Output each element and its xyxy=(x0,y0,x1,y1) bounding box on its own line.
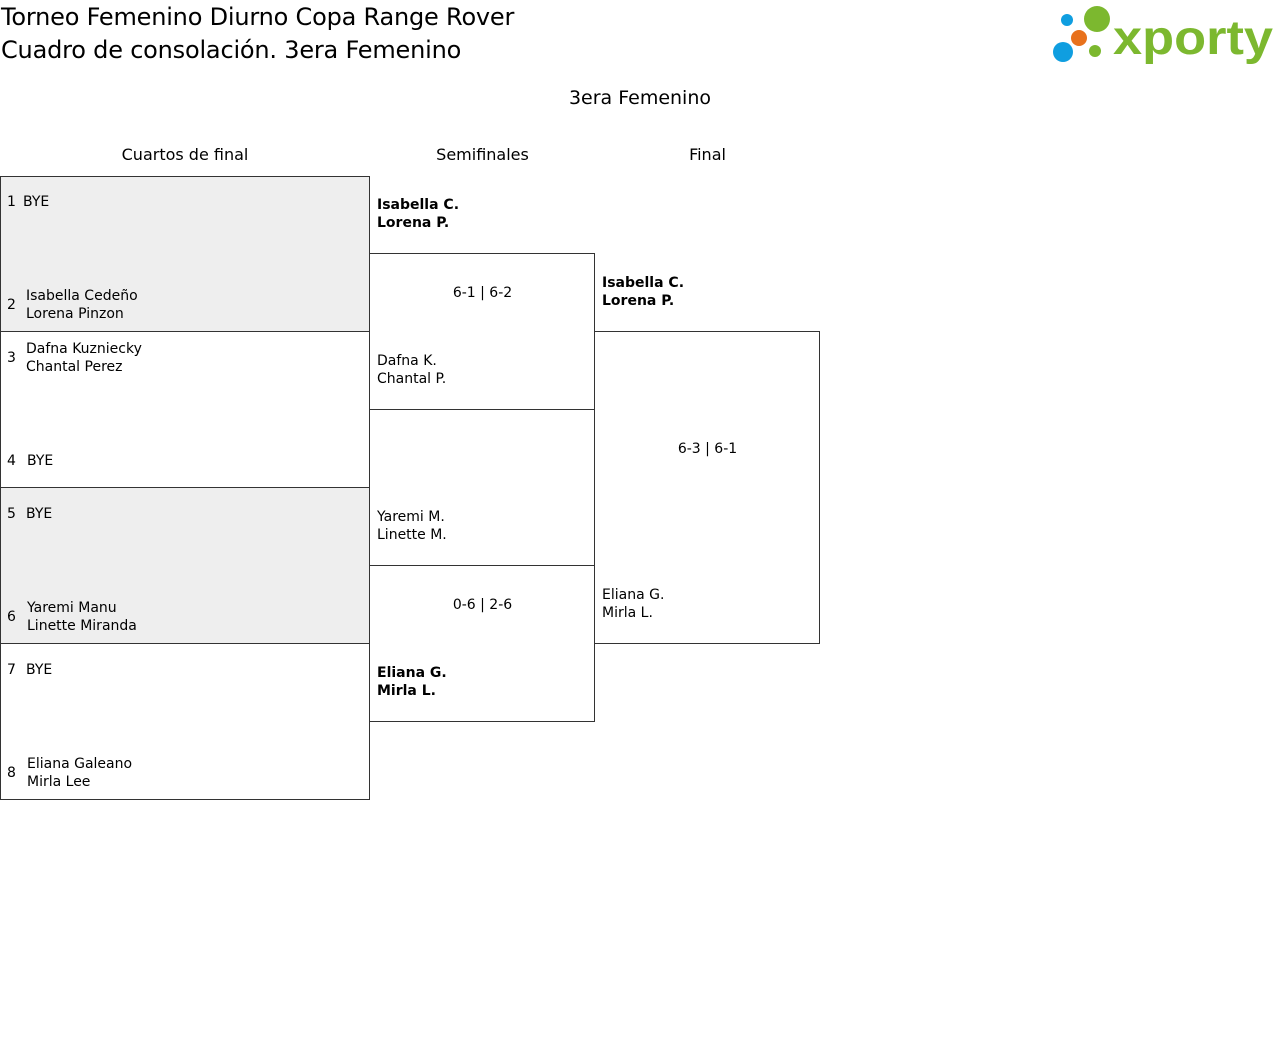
bye-label: BYE xyxy=(27,453,54,469)
logo-dot-blue-large xyxy=(1053,42,1073,62)
semifinal-entry: Yaremi M. Linette M. xyxy=(377,508,447,544)
semifinal-score: 6-1 | 6-2 xyxy=(452,285,513,301)
semifinal-entry: Isabella C. Lorena P. xyxy=(377,196,459,232)
semifinal-entry: Dafna K. Chantal P. xyxy=(377,352,446,388)
team-entry: Isabella Cedeño Lorena Pinzon xyxy=(26,287,138,323)
seed-number: 1 xyxy=(7,194,16,210)
player-name: Lorena P. xyxy=(377,215,450,231)
seed-number: 2 xyxy=(7,297,16,313)
player-name: Dafna K. xyxy=(377,353,437,369)
seed-number: 7 xyxy=(7,662,16,678)
bye-label: BYE xyxy=(26,662,53,678)
player-name: Eliana Galeano xyxy=(27,756,133,772)
final-entry: Isabella C. Lorena P. xyxy=(602,274,684,310)
player-name: Chantal P. xyxy=(377,371,447,387)
logo-dot-orange xyxy=(1071,30,1087,46)
player-name: Chantal Perez xyxy=(26,359,123,375)
bye-label: BYE xyxy=(26,506,53,522)
logo-dot-green-large xyxy=(1084,6,1110,32)
player-name: Linette Miranda xyxy=(27,618,137,634)
bracket-title: 3era Femenino xyxy=(568,87,712,109)
final-score: 6-3 | 6-1 xyxy=(677,441,738,457)
round-header-final: Final xyxy=(689,145,726,164)
draw-subtitle: Cuadro de consolación. 3era Femenino xyxy=(1,36,462,64)
player-name: Mirla L. xyxy=(602,605,653,621)
player-name: Linette M. xyxy=(377,527,447,543)
player-name: Mirla Lee xyxy=(27,774,91,790)
seed-number: 5 xyxy=(7,506,16,522)
final-match xyxy=(594,331,820,644)
team-entry: Yaremi Manu Linette Miranda xyxy=(27,599,137,635)
player-name: Yaremi Manu xyxy=(27,600,117,616)
player-name: Yaremi M. xyxy=(377,509,445,525)
player-name: Isabella C. xyxy=(377,197,460,213)
player-name: Lorena P. xyxy=(602,293,675,309)
seed-number: 4 xyxy=(7,453,16,469)
player-name: Isabella Cedeño xyxy=(26,288,138,304)
round-header-semifinals: Semifinales xyxy=(436,145,529,164)
player-name: Lorena Pinzon xyxy=(26,306,124,322)
seed-number: 6 xyxy=(7,609,16,625)
seed-number: 3 xyxy=(7,350,16,366)
seed-number: 8 xyxy=(7,765,16,781)
logo-dot-green-small xyxy=(1089,45,1101,57)
player-name: Isabella C. xyxy=(602,275,685,291)
semifinal-score: 0-6 | 2-6 xyxy=(452,597,513,613)
player-name: Eliana G. xyxy=(602,587,665,603)
logo-dot-blue-small xyxy=(1061,14,1073,26)
tournament-title: Torneo Femenino Diurno Copa Range Rover xyxy=(1,3,515,31)
quarterfinal-match-3 xyxy=(0,487,370,644)
xporty-logo: xporty xyxy=(1052,4,1276,66)
player-name: Mirla L. xyxy=(377,683,436,699)
bye-label: BYE xyxy=(23,194,50,210)
final-entry: Eliana G. Mirla L. xyxy=(602,586,664,622)
team-entry: Eliana Galeano Mirla Lee xyxy=(27,755,132,791)
semifinal-entry: Eliana G. Mirla L. xyxy=(377,664,447,700)
quarterfinal-match-1 xyxy=(0,176,370,332)
team-entry: Dafna Kuzniecky Chantal Perez xyxy=(26,340,142,376)
round-header-quarterfinals: Cuartos de final xyxy=(121,145,249,164)
player-name: Dafna Kuzniecky xyxy=(26,341,142,357)
player-name: Eliana G. xyxy=(377,665,447,681)
logo-wordmark: xporty xyxy=(1113,12,1273,65)
